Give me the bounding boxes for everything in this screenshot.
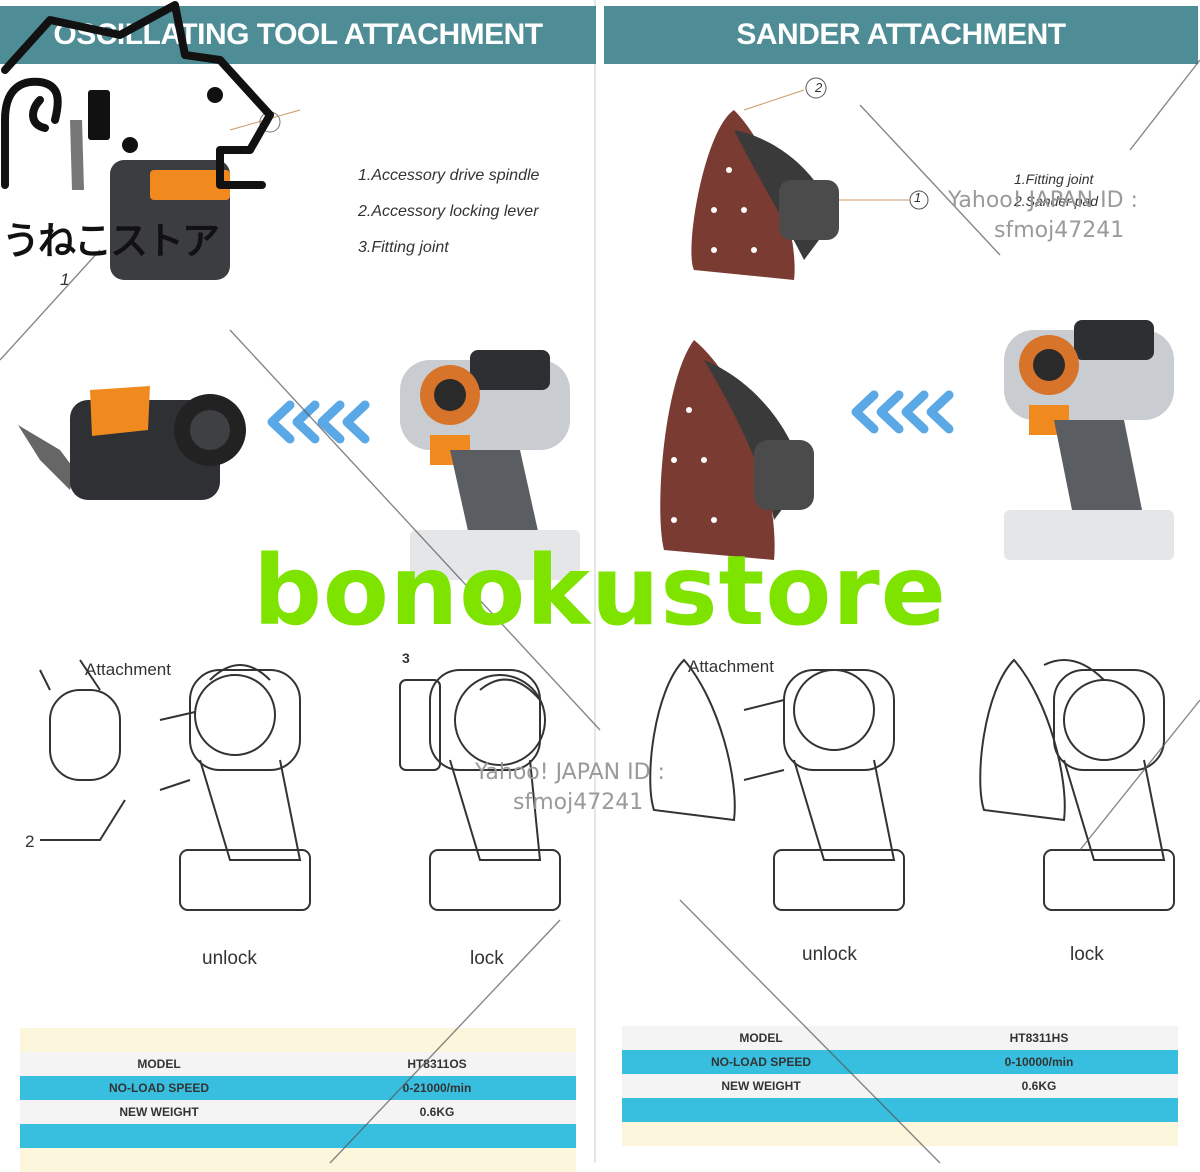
spec-value: HT8311HS (1009, 1031, 1069, 1045)
store-logo-text: うねこストア (2, 221, 220, 263)
oscillating-legend: 1.Accessory drive spindle 2.Accessory lo… (358, 158, 539, 266)
spec-row: NO-LOAD SPEED 0-21000/min (20, 1076, 576, 1100)
legend-item-1: 1.Fitting joint (1014, 171, 1094, 187)
sander-attachment-exploded-image (691, 77, 929, 280)
spec-row-empty (20, 1148, 576, 1172)
legend-item-2: 2.Sander pad (1014, 193, 1099, 209)
sander-legend: 1.Fitting joint 2.Sander pad (1014, 168, 1098, 212)
attachment-label: Attachment (85, 660, 171, 679)
spec-value: 0.6KG (419, 1105, 455, 1119)
watermark-top-right: Yahoo! JAPAN ID : sfmoj47241 (948, 186, 1138, 246)
spec-row: NO-LOAD SPEED 0-10000/min (622, 1050, 1178, 1074)
lock-label-right: lock (1070, 944, 1104, 965)
unlock-label-right: unlock (802, 944, 857, 965)
callout-1-sander: 1 (914, 190, 922, 205)
spec-row-empty (20, 1124, 576, 1148)
sander-spec-table: MODEL HT8311HS NO-LOAD SPEED 0-10000/min… (622, 1026, 1178, 1146)
spec-value: HT8311OS (407, 1057, 467, 1071)
sander-header: SANDER ATTACHMENT (604, 6, 1198, 64)
spec-key: NO-LOAD SPEED (710, 1055, 811, 1069)
sander-assembly-image (660, 320, 1174, 560)
legend-item-3: 3.Fitting joint (358, 239, 449, 256)
watermark-center: Yahoo! JAPAN ID : sfmoj47241 (475, 758, 665, 818)
oscillating-header: OSCILLATING TOOL ATTACHMENT (0, 6, 596, 64)
label-2: 2 (25, 832, 35, 851)
spec-key: NEW WEIGHT (721, 1079, 801, 1093)
spec-row: NEW WEIGHT 0.6KG (20, 1100, 576, 1124)
spec-value: 0.6KG (1021, 1079, 1057, 1093)
lock-label-left: lock (470, 948, 504, 969)
watermark-line: Yahoo! JAPAN ID : (948, 188, 1138, 213)
attachment-label-sander: Attachment (688, 657, 774, 676)
unlock-label-left: unlock (202, 948, 257, 969)
legend-item-2: 2.Accessory locking lever (358, 203, 539, 220)
spec-key: NEW WEIGHT (119, 1105, 199, 1119)
oscillating-attachment-exploded-image (70, 109, 301, 280)
spec-key: NO-LOAD SPEED (108, 1081, 209, 1095)
sander-lock-diagram (979, 658, 1175, 911)
spec-spacer (20, 1028, 576, 1052)
spec-row: MODEL HT8311HS (622, 1026, 1178, 1050)
spec-key: MODEL (739, 1031, 783, 1045)
legend-item-1: 1.Accessory drive spindle (358, 167, 540, 184)
oscillating-unlock-diagram (39, 659, 311, 911)
watermark-line: sfmoj47241 (513, 790, 644, 815)
spec-row-empty (622, 1122, 1178, 1146)
watermark-line: Yahoo! JAPAN ID : (475, 760, 665, 785)
callout-2-sander: 2 (815, 80, 823, 95)
brand-watermark: bonokustore (253, 535, 947, 647)
spec-row: MODEL HT8311OS (20, 1052, 576, 1076)
sander-unlock-diagram (649, 658, 905, 911)
spec-value: 0-21000/min (402, 1081, 472, 1095)
cat-store-logo (1, 1, 274, 189)
watermark-line: sfmoj47241 (994, 218, 1125, 243)
spec-row: NEW WEIGHT 0.6KG (622, 1074, 1178, 1098)
spec-value: 0-10000/min (1004, 1055, 1074, 1069)
label-3: 3 (402, 650, 410, 666)
spec-row-empty (622, 1098, 1178, 1122)
spec-key: MODEL (137, 1057, 181, 1071)
oscillating-spec-table: MODEL HT8311OS NO-LOAD SPEED 0-21000/min… (20, 1028, 576, 1172)
